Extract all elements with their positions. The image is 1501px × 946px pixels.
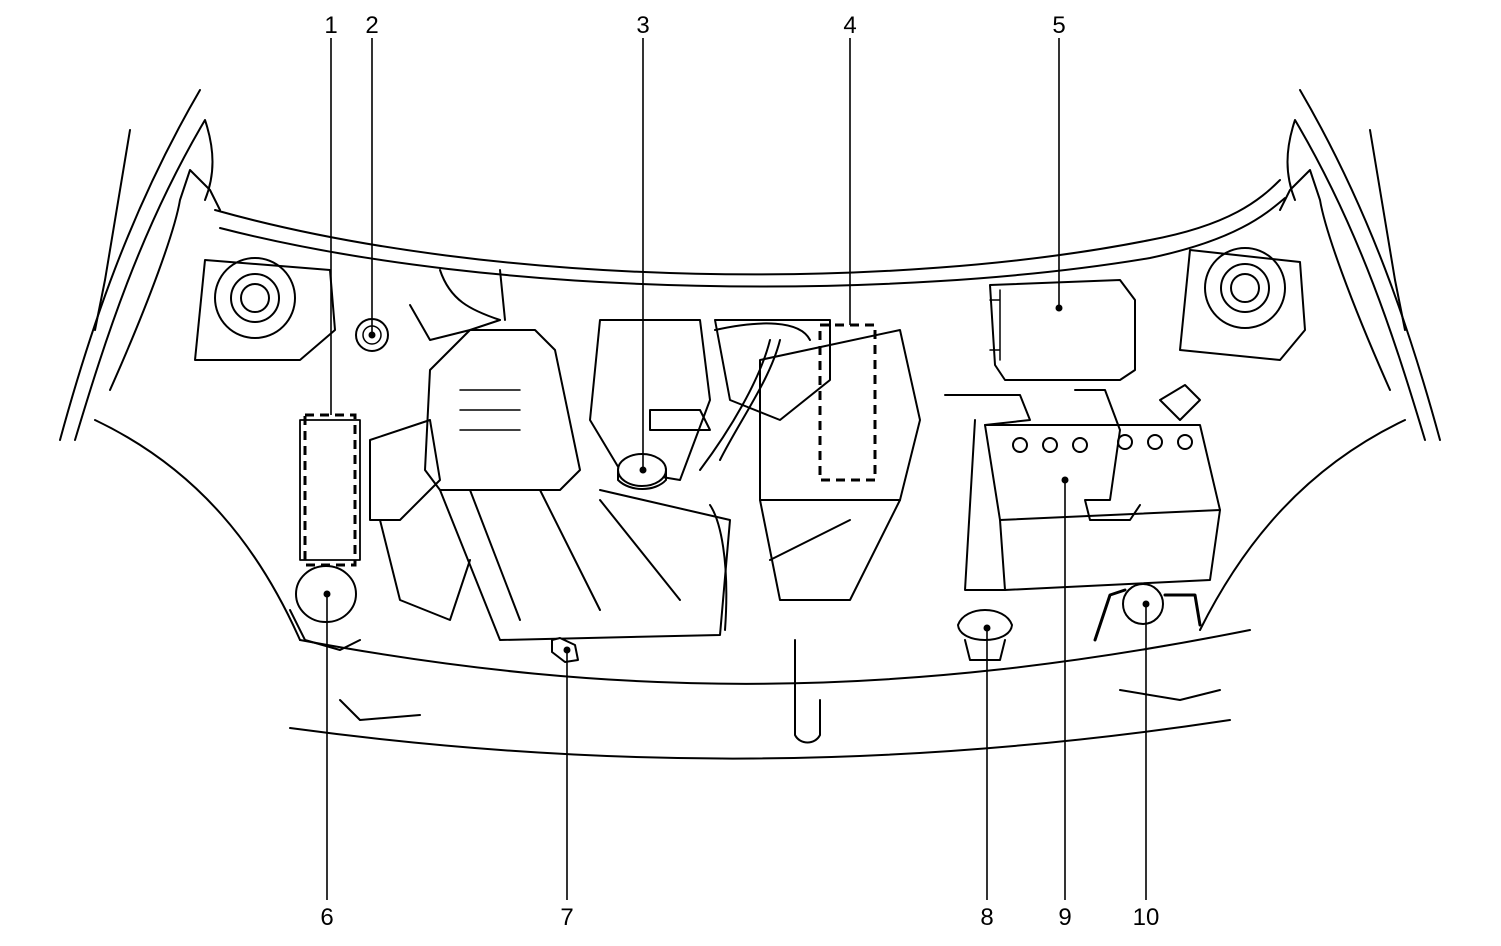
battery <box>944 384 1221 591</box>
fuse-relay-box <box>989 279 1136 381</box>
callout-3: 3 <box>636 12 649 39</box>
callout-1: 1 <box>324 12 337 39</box>
callout-leaders <box>326 38 1147 900</box>
engine-block <box>369 269 921 621</box>
callout-7: 7 <box>560 904 573 931</box>
callout-5: 5 <box>1052 12 1065 39</box>
callout-2: 2 <box>365 12 378 39</box>
power-steering-area-dashed <box>818 323 877 482</box>
vehicle-body-outline <box>59 89 1441 760</box>
callout-8: 8 <box>980 904 993 931</box>
callout-10: 10 <box>1133 904 1160 931</box>
window-washer-fluid-reservoir <box>1093 583 1202 642</box>
air-intake-duct <box>424 329 731 641</box>
callout-dots <box>323 304 1150 654</box>
callout-4: 4 <box>843 12 856 39</box>
brake-fluid-area-dashed <box>303 413 357 567</box>
radiator-cap <box>957 609 1013 661</box>
coolant-reservoir <box>289 419 361 651</box>
callout-6: 6 <box>320 904 333 931</box>
callout-9: 9 <box>1058 904 1071 931</box>
